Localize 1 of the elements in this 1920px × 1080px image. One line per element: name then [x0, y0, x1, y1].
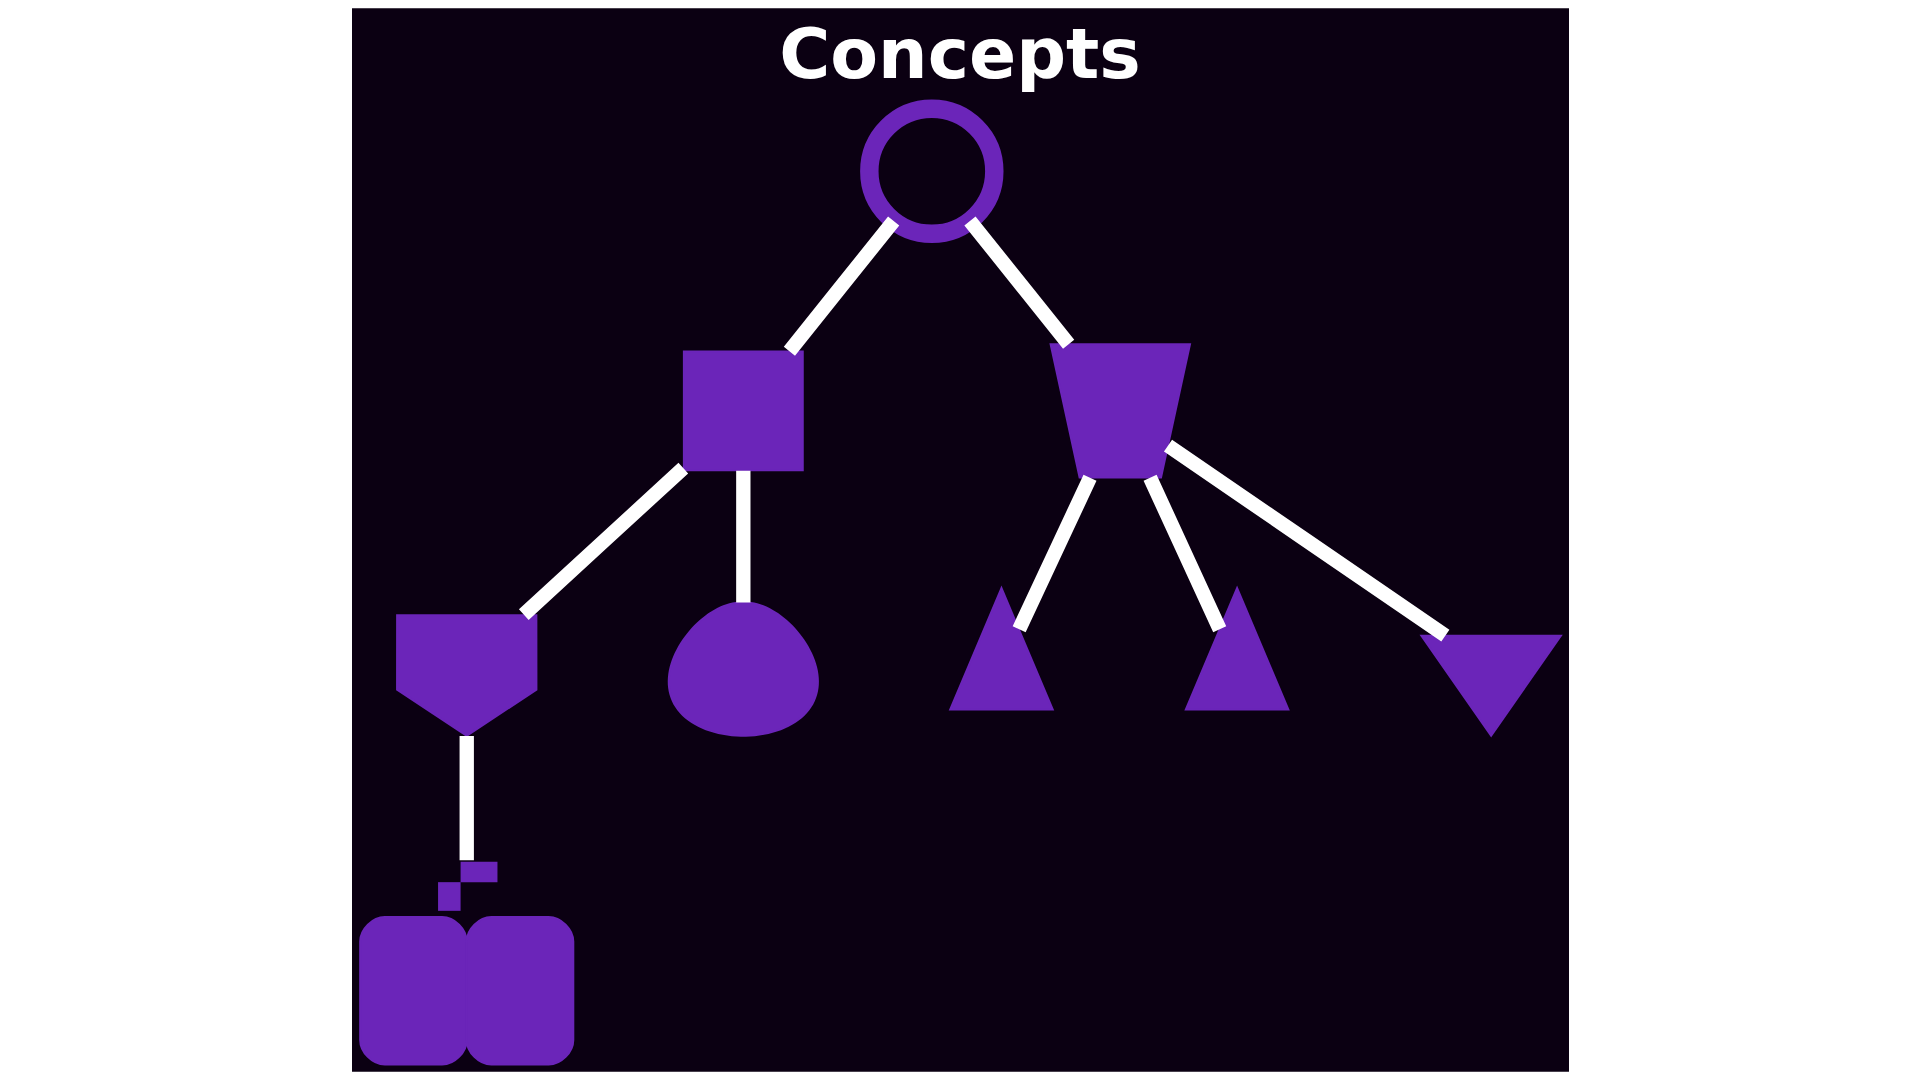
diagram-title: Concepts	[778, 13, 1141, 95]
